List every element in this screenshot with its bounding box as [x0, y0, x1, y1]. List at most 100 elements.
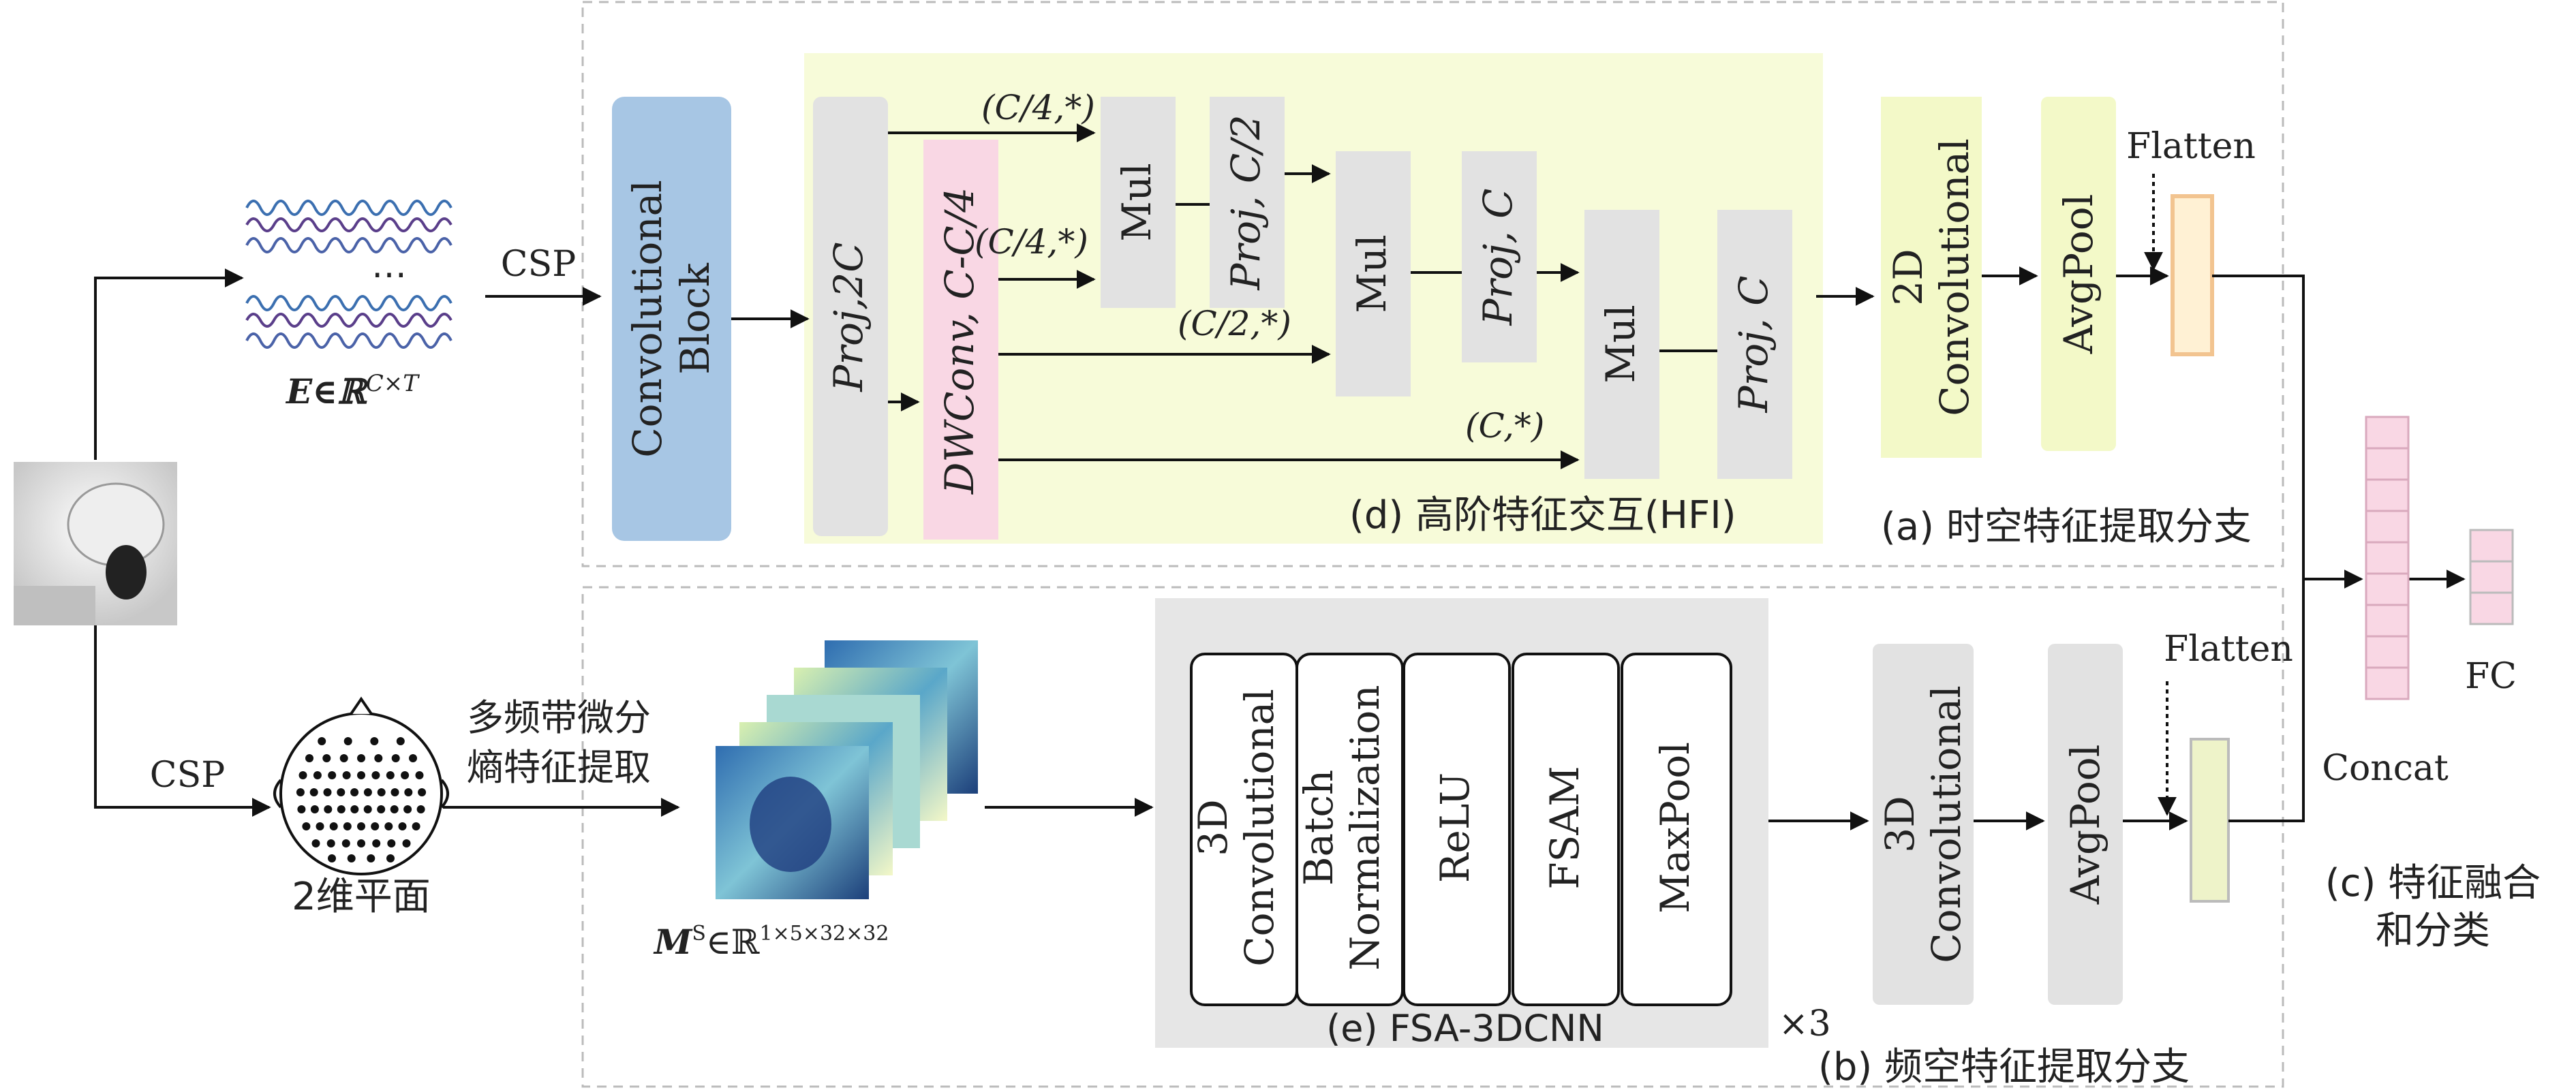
electrode-dot — [318, 737, 326, 745]
electrode-dot — [298, 771, 307, 779]
hfi-caption: (d) 高阶特征交互(HFI) — [1349, 493, 1736, 538]
tag-c: (C,*) — [1465, 406, 1544, 446]
concat-cell — [2365, 510, 2410, 544]
electrode-dot — [357, 839, 365, 847]
avgpool-box-a — [2041, 97, 2116, 451]
electrode-dot — [371, 771, 380, 779]
electrode-dot — [390, 805, 399, 813]
subject-photo — [14, 462, 177, 625]
mul-box-1 — [1101, 97, 1176, 308]
de-feature-label-line2: 熵特征提取 — [467, 746, 651, 789]
electrode-dot — [350, 805, 359, 813]
electrode-dot — [384, 822, 393, 830]
electrode-dot — [302, 822, 311, 830]
conv3d-box — [1873, 644, 1974, 1005]
electrode-dot — [386, 854, 395, 862]
concat-cell — [2365, 416, 2410, 450]
electrode-dot — [329, 822, 338, 830]
de-feature-label-line1: 多频带微分 — [467, 696, 651, 739]
fusion-caption-line2: 和分类 — [2376, 909, 2490, 953]
concat-label: Concat — [2322, 748, 2449, 789]
fc-cell — [2469, 591, 2514, 625]
electrode-dot — [337, 788, 346, 796]
proj-c2-box — [1210, 97, 1285, 308]
electrode-dot — [412, 822, 420, 830]
electrode-dot — [324, 805, 333, 813]
mul-box-2 — [1336, 151, 1411, 396]
avgpool-text-a: AvgPool — [2055, 194, 2102, 355]
electrode-dot — [418, 788, 427, 796]
hfi-arrows — [731, 123, 1875, 469]
electrode-dot — [401, 771, 410, 779]
conv2d-text-1: 2D — [1885, 249, 1931, 305]
electrode-dot — [357, 771, 365, 779]
fusion-caption-line1: (c) 特征融合 — [2325, 861, 2541, 905]
flatten-vector-a — [2171, 194, 2214, 356]
electrode-dot — [374, 754, 383, 762]
proj-2c-text: Proj,2C — [825, 242, 872, 392]
electrode-dot — [328, 771, 337, 779]
proj-c-box-a — [1462, 151, 1537, 362]
proj-c-text-b: Proj, C — [1730, 276, 1777, 414]
electrode-dot — [297, 805, 306, 813]
fc-vector — [2469, 529, 2514, 625]
tag-c4-bottom: (C/4,*) — [975, 222, 1088, 262]
conv-block-text-1: Convolutional — [624, 180, 671, 458]
electrode-dot — [305, 754, 313, 762]
electrode-dot — [326, 839, 335, 847]
electrode-dot — [377, 805, 386, 813]
proj-c-box-b — [1717, 210, 1792, 479]
eeg-signals: ⋯ — [245, 200, 453, 349]
branch-a-caption: (a) 时空特征提取分支 — [1881, 505, 2252, 549]
concat-vector — [2365, 416, 2410, 700]
dwconv-text: DWConv, C-C/4 — [936, 187, 983, 495]
electrode-dot — [396, 737, 405, 745]
concat-cell — [2365, 666, 2410, 700]
electrode-dot — [370, 737, 379, 745]
mul-text-3: Mul — [1597, 305, 1644, 383]
branch-a-arrows — [1982, 174, 2169, 285]
flatten-label-b: Flatten — [2164, 629, 2293, 670]
electrode-dot — [390, 788, 399, 796]
conv3d-text-2: Convolutional — [1923, 685, 1969, 963]
input-arrows — [94, 268, 1154, 817]
eeg-signal-label: E∈ℝC×T — [285, 370, 420, 411]
electrode-dot — [371, 822, 380, 830]
branch-b-caption: (b) 频空特征提取分支 — [1818, 1045, 2190, 1089]
concat-cell — [2365, 447, 2410, 481]
electrode-dot — [357, 822, 365, 830]
avgpool-box-b — [2048, 644, 2123, 1005]
electrode-dot — [391, 754, 400, 762]
electrode-dot — [409, 754, 417, 762]
tag-c4-top: (C/4,*) — [981, 88, 1095, 127]
svg-text:⋯: ⋯ — [371, 254, 407, 295]
avgpool-text-b: AvgPool — [2062, 745, 2109, 905]
tag-c2: (C/2,*) — [1178, 304, 1291, 343]
electrode-dot — [404, 788, 413, 796]
mul-box-3 — [1584, 210, 1659, 479]
concat-cell — [2365, 604, 2410, 638]
electrode-dot — [328, 854, 336, 862]
conv3d-text-1: 3D — [1877, 796, 1923, 852]
electrode-dot — [416, 805, 425, 813]
electrode-dot — [323, 788, 332, 796]
repeat-label: ×3 — [1779, 1003, 1831, 1044]
concat-cell — [2365, 572, 2410, 606]
electrode-dot — [377, 788, 386, 796]
conv2d-text-2: Convolutional — [1931, 138, 1978, 416]
electrode-dot — [398, 822, 407, 830]
branch-b-arrows — [1768, 681, 2188, 830]
proj-c-text-a: Proj, C — [1475, 189, 1521, 326]
conv2d-box — [1881, 97, 1982, 458]
flatten-vector-b — [2190, 738, 2230, 903]
flatten-label-a: Flatten — [2126, 126, 2256, 167]
electrode-dot — [339, 754, 348, 762]
electrode-dot — [357, 754, 365, 762]
electrode-dot — [313, 771, 322, 779]
csp-label-bottom: CSP — [150, 755, 225, 796]
fsa-relu-text: ReLU — [1432, 773, 1478, 883]
fc-cell — [2469, 560, 2514, 594]
convolutional-block — [612, 97, 731, 541]
electrode-dot — [296, 788, 305, 796]
